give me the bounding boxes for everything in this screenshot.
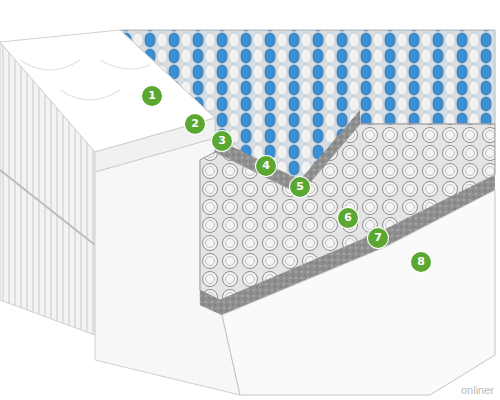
callout-number: 7	[368, 228, 388, 248]
callout-number: 2	[185, 114, 205, 134]
callout-number: 1	[142, 86, 162, 106]
callout-number: 8	[411, 252, 431, 272]
callout-number: 3	[212, 131, 232, 151]
callout-number: 6	[338, 208, 358, 228]
watermark: onliner	[461, 384, 494, 396]
callout-number: 5	[290, 177, 310, 197]
callout-number: 4	[256, 156, 276, 176]
